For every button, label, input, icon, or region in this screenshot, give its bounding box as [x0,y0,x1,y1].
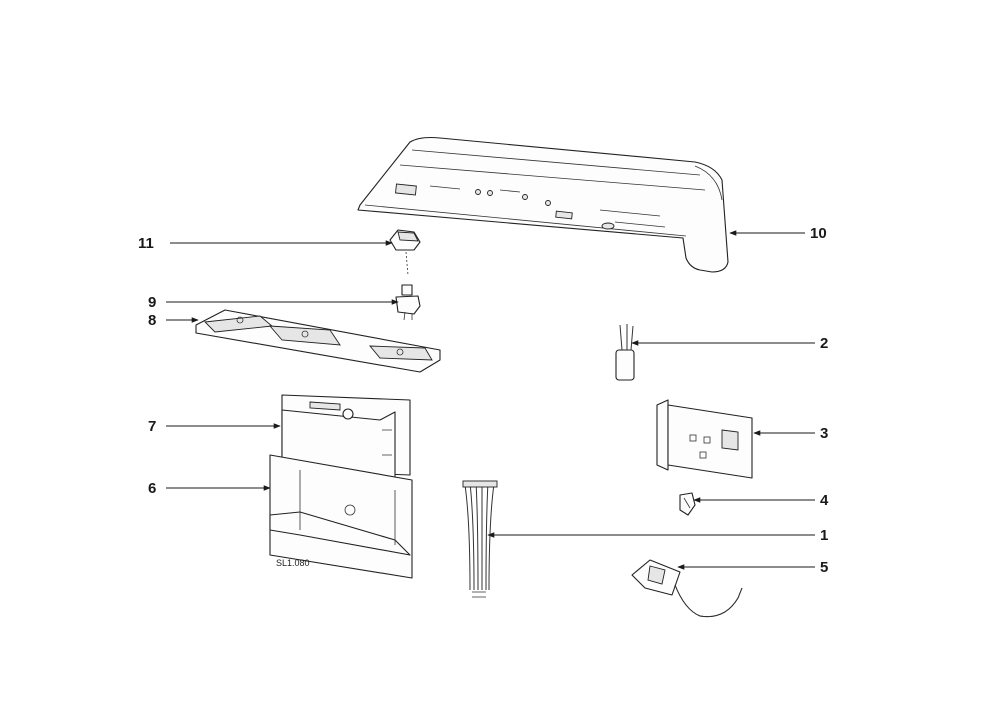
mounting-bracket [656,399,753,479]
svg-text:2: 2 [820,335,828,352]
selector-knob [389,229,421,276]
callout-6: 6 [148,480,271,497]
svg-text:3: 3 [820,425,828,442]
svg-text:9: 9 [148,294,156,311]
reference-code: SL1.080 [276,558,310,568]
callout-8: 8 [148,312,199,329]
callout-11: 11 [138,235,393,252]
svg-text:11: 11 [138,235,154,252]
svg-text:6: 6 [148,480,156,497]
selector-plate [195,309,441,373]
mounting-frame [269,454,413,579]
svg-text:1: 1 [820,527,828,544]
svg-text:8: 8 [148,312,156,329]
callout-5: 5 [677,559,828,576]
callout-7: 7 [148,418,281,435]
svg-text:10: 10 [810,225,827,242]
callout-9: 9 [148,294,399,311]
rotary-switch [395,284,421,321]
svg-text:7: 7 [148,418,156,435]
callout-4: 4 [693,492,829,509]
svg-text:4: 4 [820,492,829,509]
callout-3: 3 [753,425,828,442]
svg-text:5: 5 [820,559,828,576]
power-plug [631,559,743,618]
wiring-harness [462,480,498,598]
control-panel-housing [357,136,729,273]
clip [679,492,696,516]
callout-1: 1 [487,527,828,544]
callout-2: 2 [631,335,828,352]
callout-10: 10 [729,225,827,242]
capacitor [615,324,635,381]
